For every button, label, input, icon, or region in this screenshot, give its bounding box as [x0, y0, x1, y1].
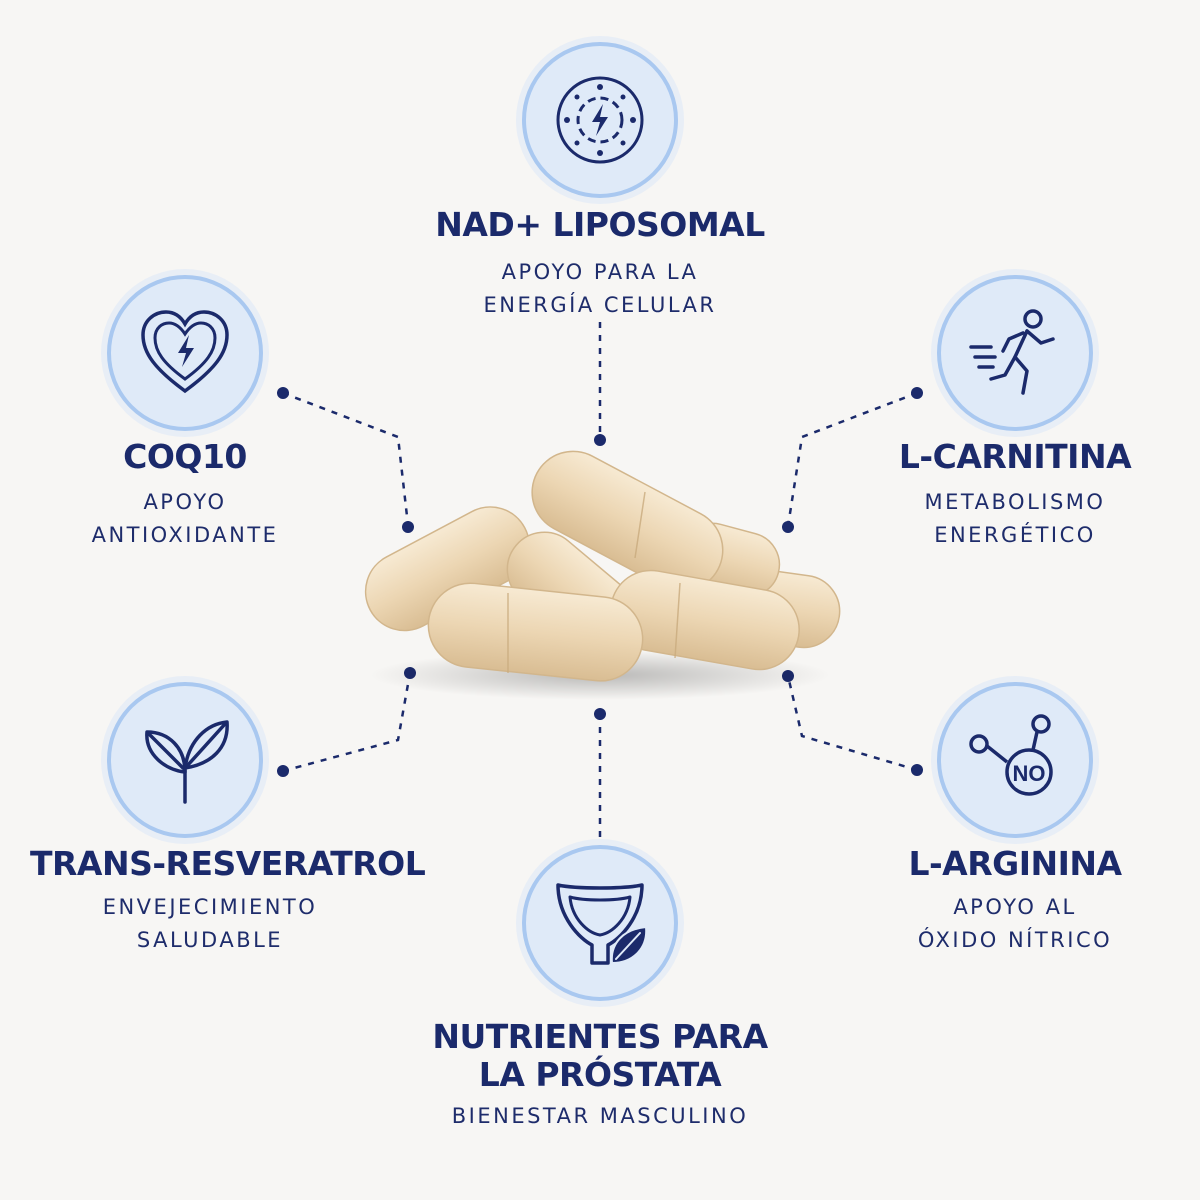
connector-dot	[277, 765, 289, 777]
coq10-icon-circle	[107, 275, 263, 431]
resveratrol-icon-circle	[107, 682, 263, 838]
feature-title: NAD+ LIPOSOMAL	[435, 205, 765, 244]
prostate-leaf-icon	[556, 883, 648, 965]
feature-subtitle: ENVEJECIMIENTO	[102, 895, 318, 919]
feature-title: L-CARNITINA	[898, 437, 1132, 476]
feature-title: TRANS-RESVERATROL	[30, 844, 426, 883]
connector-dot	[911, 764, 923, 776]
feature-subtitle: ENERGÍA CELULAR	[483, 293, 717, 317]
connector-arginina	[786, 675, 918, 772]
connector-dot	[594, 708, 606, 720]
feature-subtitle: SALUDABLE	[136, 928, 284, 952]
feature-arginina: L-ARGININA APOYO AL ÓXIDO NÍTRICO	[870, 845, 1160, 957]
feature-subtitle: APOYO PARA LA	[501, 260, 699, 284]
molecule-icon: NO	[969, 714, 1053, 796]
heart-bolt-icon	[141, 310, 229, 394]
feature-subtitle: ANTIOXIDANTE	[91, 523, 279, 547]
feature-prostata: NUTRIENTES PARA LA PRÓSTATA BIENESTAR MA…	[400, 1018, 800, 1133]
running-person-icon	[969, 309, 1055, 395]
connector-dot	[782, 521, 794, 533]
carnitina-icon-circle	[937, 275, 1093, 431]
feature-nad: NAD+ LIPOSOMAL APOYO PARA LA ENERGÍA CEL…	[400, 206, 800, 322]
feature-resveratrol: TRANS-RESVERATROL ENVEJECIMIENTO SALUDAB…	[30, 844, 426, 957]
arginina-icon-circle: NO	[937, 682, 1093, 838]
connector-dot	[402, 521, 414, 533]
feature-subtitle: BIENESTAR MASCULINO	[451, 1104, 749, 1128]
feature-subtitle: APOYO	[143, 490, 227, 514]
molecule-label: NO	[1013, 761, 1046, 786]
connector-carnitina	[786, 391, 918, 527]
feature-title: L-ARGININA	[908, 844, 1122, 883]
connector-coq10	[282, 391, 410, 526]
cell-energy-icon	[556, 76, 644, 164]
capsule	[427, 582, 644, 682]
connector-resveratrol	[282, 672, 412, 773]
feature-title: COQ10	[123, 437, 247, 476]
connector-dot	[911, 387, 923, 399]
feature-carnitina: L-CARNITINA METABOLISMO ENERGÉTICO	[865, 438, 1165, 552]
feature-subtitle: METABOLISMO	[924, 490, 1106, 514]
nad-icon-circle	[522, 42, 678, 198]
feature-subtitle: ÓXIDO NÍTRICO	[917, 928, 1113, 952]
feature-subtitle: ENERGÉTICO	[934, 523, 1096, 547]
feature-subtitle: APOYO AL	[953, 895, 1077, 919]
capsules-illustration	[364, 450, 841, 700]
connector-dot	[277, 387, 289, 399]
feature-title: NUTRIENTES PARA	[432, 1017, 768, 1056]
connector-dot	[594, 434, 606, 446]
feature-coq10: COQ10 APOYO ANTIOXIDANTE	[40, 438, 330, 552]
prostata-icon-circle	[522, 845, 678, 1001]
leaves-icon	[145, 720, 229, 804]
capsule	[531, 450, 724, 592]
feature-title: LA PRÓSTATA	[478, 1055, 722, 1094]
